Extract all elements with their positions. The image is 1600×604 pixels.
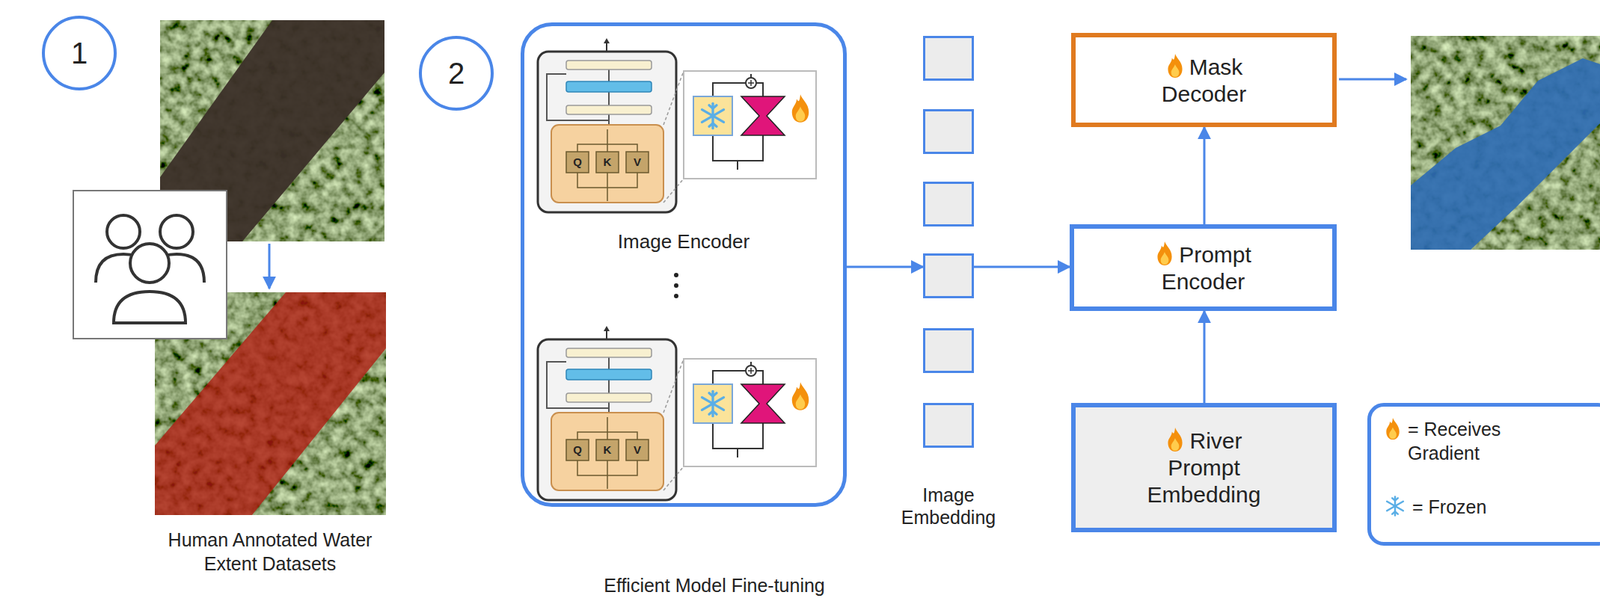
legend-text: = Receives Gradient [1407,417,1569,466]
embedding-square [923,403,974,449]
flame-icon [1383,417,1402,441]
embedding-square [923,328,974,374]
ellipsis-dots [673,273,679,299]
step-number: 2 [418,35,494,111]
output-image [1410,35,1600,250]
flame-icon [1154,240,1175,267]
embedding-square [923,253,974,299]
legend-row: = Frozen [1383,495,1487,520]
box-label: River Prompt Embedding [1142,427,1266,509]
attention-letter: Q [566,155,589,170]
box-label: Mask Decoder [1122,53,1287,108]
dataset-caption: Human Annotated Water Extent Datasets [157,528,383,576]
flow-arrow [268,243,271,289]
river-prompt-box: River Prompt Embedding [1071,403,1337,533]
legend-text: = Frozen [1412,495,1487,520]
flame-icon [1165,53,1185,79]
flow-arrow [1338,78,1407,81]
transformer-block [537,38,817,213]
attention-letter: Q [566,443,589,458]
stage-caption: Efficient Model Fine-tuning [527,574,902,597]
flow-arrow [973,266,1070,269]
attention-letter: V [626,443,649,458]
flame-icon [1165,427,1185,453]
attention-letter: K [596,155,619,170]
legend-row: = Receives Gradient [1383,417,1569,466]
callout-number: 2 [448,56,465,91]
attention-letter: K [596,443,619,458]
node-label: Image Encoder [524,230,844,253]
step-number: 1 [41,15,117,91]
flow-arrow [1203,127,1206,225]
box-text: River Prompt Embedding [1147,428,1262,508]
annotators-icon [73,190,227,339]
callout-number: 1 [71,35,88,71]
flow-arrow [846,266,924,269]
box-text: Prompt Encoder [1161,242,1252,294]
prompt-encoder-box: Prompt Encoder [1069,224,1337,312]
transformer-block [537,326,817,501]
box-label: Prompt Encoder [1121,240,1286,296]
image-encoder-box: Image Encoder [520,22,847,508]
mask-decoder-box: Mask Decoder [1071,32,1337,128]
flow-arrow [1203,311,1206,404]
snowflake-icon [1383,495,1407,518]
embedding-square [923,181,974,227]
attention-letter: V [626,155,649,170]
embedding-square [923,35,974,81]
node-label: Image Embedding [881,483,1016,529]
image-embedding-column: Image Embedding [923,35,974,449]
embedding-square [923,109,974,155]
